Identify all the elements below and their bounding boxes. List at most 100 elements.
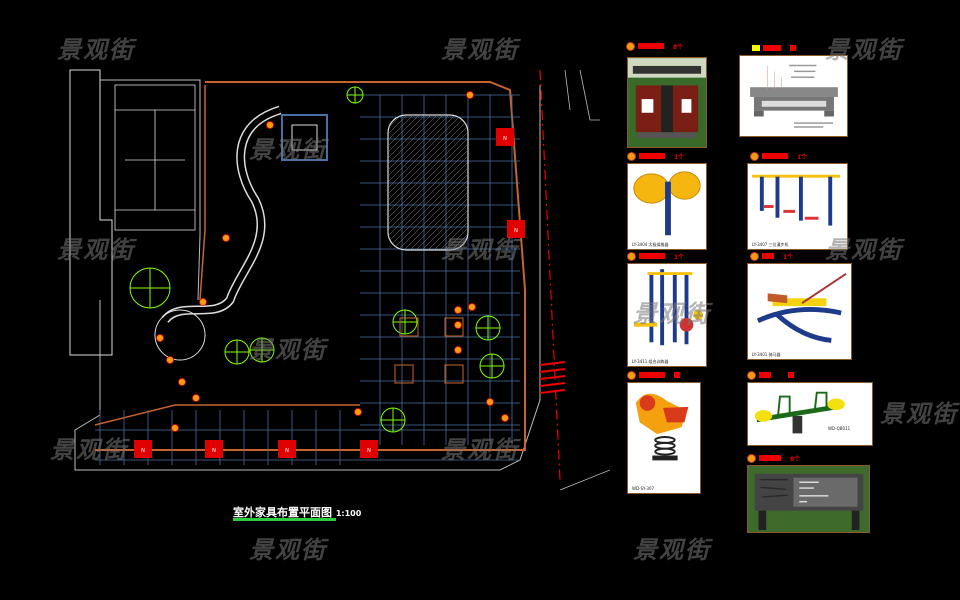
sign-marker-label: N xyxy=(141,448,145,454)
trash-bin-symbol xyxy=(501,414,509,422)
hatch-line xyxy=(388,115,395,250)
watermark: 景观街 xyxy=(880,400,958,428)
sign-marker xyxy=(496,128,514,146)
label-spring-rider xyxy=(627,370,680,380)
watermark: 景观街 xyxy=(441,436,519,464)
caption: LY-3411 组合训练器 xyxy=(632,359,669,364)
label-fitness-walker: 1个 xyxy=(750,151,807,161)
trash-bin-symbol xyxy=(454,321,462,329)
hatch-line xyxy=(388,115,468,250)
drawing-scale: 1:100 xyxy=(335,509,362,518)
title-underline xyxy=(233,518,336,521)
hatch-line xyxy=(388,115,431,250)
watermark: 景观街 xyxy=(57,236,135,264)
planter-box xyxy=(399,317,419,337)
hatch-line xyxy=(388,115,468,250)
planter-box xyxy=(394,364,414,384)
hatch-line xyxy=(388,115,468,250)
watermark: 景观街 xyxy=(825,36,903,64)
trash-bin-symbol xyxy=(222,234,230,242)
sign-marker xyxy=(134,440,152,458)
caption: WD-QB011 xyxy=(828,426,851,431)
seesaw-photo: WD-QB011 xyxy=(747,382,873,446)
spring-rider-photo: WD-SY-307 xyxy=(627,382,701,494)
sign-marker-label: N xyxy=(285,448,289,454)
label-sign-board: 8个 xyxy=(747,453,800,463)
hatch-line xyxy=(388,115,467,250)
hatch-line xyxy=(397,115,468,250)
hatch-line xyxy=(388,115,455,250)
watermark: 景观街 xyxy=(249,136,327,164)
sign-marker xyxy=(278,440,296,458)
watermark: 景观街 xyxy=(633,536,711,564)
sign-marker xyxy=(507,220,525,238)
fitness-rider-photo: LY-3401 骑马器 xyxy=(747,263,852,360)
trash-bin-symbol xyxy=(156,334,164,342)
hatch-line xyxy=(388,115,389,250)
hatch-line xyxy=(391,115,468,250)
watermark: 景观街 xyxy=(249,336,327,364)
sign-marker-label: N xyxy=(212,448,216,454)
watermark: 景观街 xyxy=(57,36,135,64)
hatch-line xyxy=(457,115,468,250)
hatch-line xyxy=(388,115,437,250)
trash-bin-symbol xyxy=(454,346,462,354)
trash-bin-symbol xyxy=(199,298,207,306)
hatch-line xyxy=(388,115,413,250)
sign-marker-label: N xyxy=(367,448,371,454)
sign-marker-label: N xyxy=(514,228,518,234)
label-seesaw xyxy=(747,370,794,380)
label-fitness-rotator: 1个 xyxy=(627,151,684,161)
planter-box xyxy=(444,364,464,384)
trash-bin-symbol xyxy=(468,303,476,311)
hatch-line xyxy=(388,115,468,250)
trash-bin-symbol xyxy=(192,394,200,402)
hatch-line xyxy=(409,115,468,250)
label-trash-bin: 8个 xyxy=(626,41,683,51)
hatch-line xyxy=(388,115,468,250)
bench-drawing xyxy=(739,55,848,137)
label-bench xyxy=(752,43,796,53)
drawing-title: 室外家具布置平面图 1:100 xyxy=(233,506,362,519)
caption: WD-SY-307 xyxy=(632,486,655,491)
trash-bin-symbol xyxy=(171,424,179,432)
fitness-walker-photo: LY-3407 三位漫步机 xyxy=(747,163,848,250)
hatch-line xyxy=(388,115,443,250)
hatch-line xyxy=(388,115,425,250)
trash-bin-symbol xyxy=(354,408,362,416)
hatch-line xyxy=(421,115,468,250)
watermark: 景观街 xyxy=(441,236,519,264)
hatch-line xyxy=(463,115,468,250)
hatch-line xyxy=(388,115,449,250)
fitness-rotator-photo: LY-3404 太极揉推器 xyxy=(627,163,707,250)
hatch-line xyxy=(388,115,407,250)
hatch-line xyxy=(427,115,468,250)
trash-bin-symbol xyxy=(486,398,494,406)
trash-bin-symbol xyxy=(178,378,186,386)
watermark: 景观街 xyxy=(249,536,327,564)
caption: LY-3404 太极揉推器 xyxy=(632,242,669,247)
watermark: 景观街 xyxy=(633,300,711,328)
watermark: 景观街 xyxy=(50,436,128,464)
trash-bin-symbol xyxy=(466,91,474,99)
hatch-line xyxy=(403,115,468,250)
trash-bin-photo xyxy=(627,57,707,148)
watermark: 景观街 xyxy=(825,236,903,264)
caption: LY-3407 三位漫步机 xyxy=(752,242,789,247)
hatch-line xyxy=(433,115,468,250)
hatch-line xyxy=(388,115,468,250)
hatch-line xyxy=(439,115,468,250)
sign-board-photo xyxy=(747,465,870,533)
hatch-line xyxy=(388,115,468,250)
hatch-line xyxy=(415,115,468,250)
fitness-combo-photo: LY-3411 组合训练器 xyxy=(627,263,707,367)
hatch-line xyxy=(388,115,419,250)
hatch-line xyxy=(388,115,468,250)
hatch-line xyxy=(388,115,461,250)
sign-marker xyxy=(205,440,223,458)
label-fitness-rider: 1个 xyxy=(750,251,793,261)
caption: LY-3401 骑马器 xyxy=(752,352,781,357)
sign-marker xyxy=(360,440,378,458)
trash-bin-symbol xyxy=(266,121,274,129)
